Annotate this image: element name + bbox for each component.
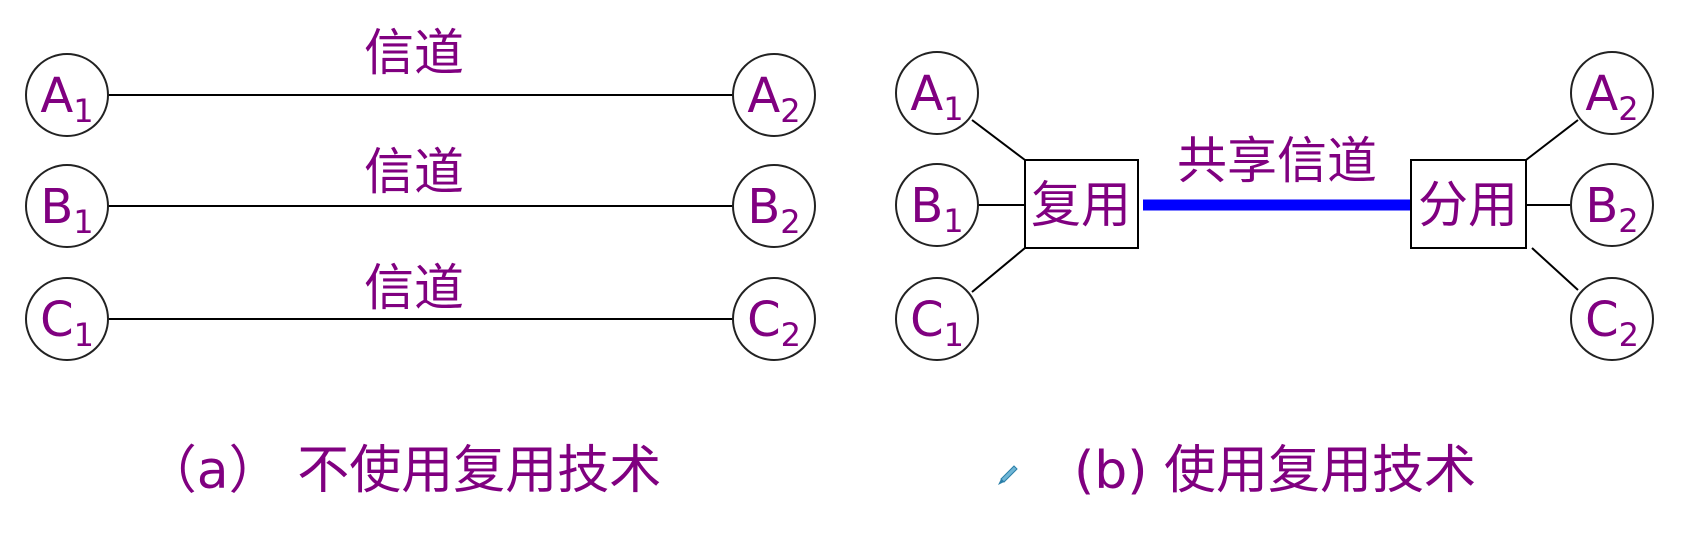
channel-label-b: 信道 (364, 143, 464, 201)
demux-node-c2-label: C2 (1585, 292, 1639, 354)
mux-node-b1-letter: B (910, 178, 943, 234)
node-a2-letter: A (747, 68, 780, 124)
node-c2-circle (732, 277, 816, 361)
channel-label-a: 信道 (364, 24, 464, 82)
demux-node-b2: B2 (1570, 163, 1654, 247)
mux-node-b1-label: B1 (910, 178, 963, 240)
node-c1-circle (25, 277, 109, 361)
pen-icon-body (1000, 465, 1018, 483)
mux-node-a1-label: A1 (910, 66, 963, 128)
node-a1-letter: A (40, 68, 73, 124)
node-b2: B2 (732, 164, 816, 248)
pen-icon-tip (998, 479, 1004, 485)
node-a1-circle (25, 53, 109, 137)
demux-node-c2-letter: C (1585, 292, 1619, 348)
demux-node-b2-sub: 2 (1618, 202, 1638, 240)
connector-c1-mux (971, 247, 1026, 293)
node-c1-letter: C (40, 292, 74, 348)
mux-node-a1-circle (895, 51, 979, 135)
node-a2-circle (732, 53, 816, 137)
mux-node-a1: A1 (895, 51, 979, 135)
node-b2-label: B2 (747, 179, 800, 241)
pen-icon (998, 465, 1018, 485)
shared-channel-label: 共享信道 (1177, 132, 1377, 190)
demux-node-c2: C2 (1570, 277, 1654, 361)
demux-node-b2-letter: B (1585, 178, 1618, 234)
node-c1-label: C1 (40, 292, 94, 354)
mux-node-a1-sub: 1 (943, 90, 963, 128)
panel-b-multiplexing: 共享信道 复用 分用 A1 B1 C1 A2 (895, 51, 1654, 501)
node-a1-sub: 1 (73, 92, 93, 130)
demux-node-c2-sub: 2 (1619, 316, 1639, 354)
connector-demux-a2 (1525, 119, 1579, 161)
node-b2-letter: B (747, 179, 780, 235)
node-b1-sub: 1 (73, 203, 93, 241)
demux-box-frame (1410, 159, 1527, 249)
panel-b-caption: (b) 使用复用技术 (1074, 441, 1476, 501)
mux-node-c1-label: C1 (910, 292, 964, 354)
demux-node-a2: A2 (1570, 51, 1654, 135)
node-c2-sub: 2 (781, 316, 801, 354)
panel-a-no-multiplexing: 信道 A1 A2 信道 B1 B2 信道 C1 C2 (25, 24, 816, 501)
mux-box: 复用 (1024, 159, 1139, 249)
demux-node-b2-circle (1570, 163, 1654, 247)
node-c1-sub: 1 (74, 316, 94, 354)
demux-node-b2-label: B2 (1585, 178, 1638, 240)
mux-node-c1: C1 (895, 277, 979, 361)
mux-node-b1-sub: 1 (943, 202, 963, 240)
node-b1-label: B1 (40, 179, 93, 241)
panel-a-caption: （a） 不使用复用技术 (145, 441, 661, 501)
node-b1: B1 (25, 164, 109, 248)
node-b1-circle (25, 164, 109, 248)
mux-node-c1-circle (895, 277, 979, 361)
demux-box: 分用 (1410, 159, 1527, 249)
node-b2-circle (732, 164, 816, 248)
node-b1-letter: B (40, 179, 73, 235)
node-c2: C2 (732, 277, 816, 361)
node-c2-label: C2 (747, 292, 801, 354)
node-c1: C1 (25, 277, 109, 361)
node-c2-letter: C (747, 292, 781, 348)
mux-node-b1-circle (895, 163, 979, 247)
channel-label-c: 信道 (364, 259, 464, 317)
demux-node-a2-circle (1570, 51, 1654, 135)
node-a2-label: A2 (747, 68, 800, 130)
node-a1: A1 (25, 53, 109, 137)
node-a1-label: A1 (40, 68, 93, 130)
demux-label: 分用 (1418, 176, 1518, 234)
node-a2: A2 (732, 53, 816, 137)
mux-node-a1-letter: A (910, 66, 943, 122)
mux-node-b1: B1 (895, 163, 979, 247)
demux-node-a2-sub: 2 (1618, 90, 1638, 128)
demux-node-c2-circle (1570, 277, 1654, 361)
demux-node-a2-letter: A (1585, 66, 1618, 122)
demux-node-a2-label: A2 (1585, 66, 1638, 128)
mux-node-c1-sub: 1 (944, 316, 964, 354)
connector-a1-mux (971, 119, 1026, 161)
mux-node-c1-letter: C (910, 292, 944, 348)
node-a2-sub: 2 (780, 92, 800, 130)
mux-box-frame (1024, 159, 1139, 249)
mux-label: 复用 (1031, 176, 1131, 234)
node-b2-sub: 2 (780, 203, 800, 241)
connector-demux-c2 (1531, 247, 1579, 291)
